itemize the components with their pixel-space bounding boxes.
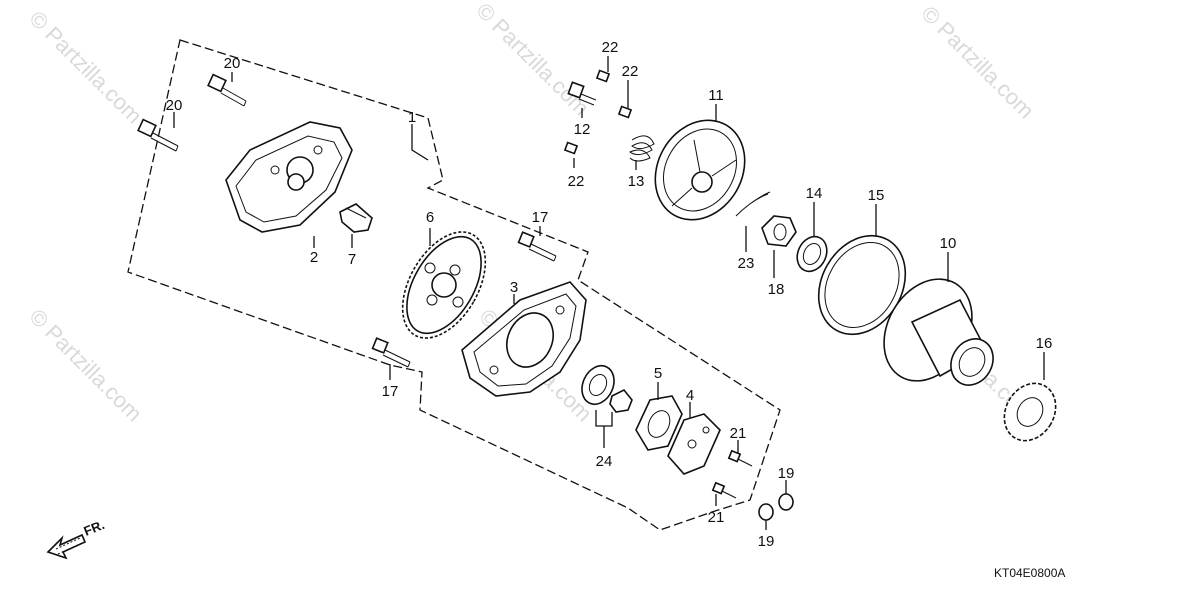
nut-part-18 (761, 215, 797, 247)
callout-7: 7 (348, 251, 356, 268)
screw-21-upper (727, 449, 753, 467)
assembly-outline (127, 39, 781, 531)
callout-23: 23 (738, 255, 755, 272)
screw-21-lower (711, 481, 737, 499)
callout-12: 12 (574, 121, 591, 138)
rotor-part-24 (581, 364, 633, 413)
bolt-22-c (563, 141, 579, 155)
bolt-17-upper (517, 231, 557, 262)
callout-19: 19 (778, 465, 795, 482)
watermark: © Partzilla.com (24, 6, 147, 129)
direction-label: FR. (82, 517, 107, 539)
cover-plate-part-4 (667, 413, 721, 475)
callout-17: 17 (532, 209, 549, 226)
front-direction-arrow: FR. (46, 517, 107, 560)
callout-16: 16 (1036, 335, 1053, 352)
bolt-20-upper (207, 73, 247, 107)
callout-20: 20 (166, 97, 183, 114)
callout-22: 22 (622, 63, 639, 80)
spring-part-13 (629, 135, 655, 162)
callout-21: 21 (730, 425, 747, 442)
watermark: © Partzilla.com (916, 1, 1039, 124)
plate-part-5 (635, 395, 683, 451)
callout-24: 24 (596, 453, 613, 470)
bolt-22-a (595, 69, 611, 83)
callout-14: 14 (806, 185, 823, 202)
callout-6: 6 (426, 209, 434, 226)
callout-1: 1 (408, 109, 416, 126)
callout-5: 5 (654, 365, 662, 382)
pump-body-part-3 (461, 281, 587, 397)
cover-part-2 (225, 121, 353, 233)
callout-22: 22 (602, 39, 619, 56)
clip-part-23 (735, 191, 771, 217)
callout-18: 18 (768, 281, 785, 298)
callout-13: 13 (628, 173, 645, 190)
callout-10: 10 (940, 235, 957, 252)
leader-lines (173, 56, 1045, 530)
bolt-part-12 (567, 81, 597, 106)
clutch-part-11 (654, 119, 746, 221)
callout-15: 15 (868, 187, 885, 204)
callout-labels: 20 20 1 2 7 6 17 3 17 5 4 24 21 21 19 19… (166, 39, 1053, 550)
callout-17: 17 (382, 383, 399, 400)
washer-part-19 (758, 493, 794, 521)
callout-11: 11 (708, 87, 724, 104)
washer-part-14 (796, 235, 828, 273)
callout-4: 4 (686, 387, 694, 404)
bolt-17-lower (371, 337, 411, 368)
callout-3: 3 (510, 279, 518, 296)
callout-19: 19 (758, 533, 775, 550)
watermark: © Partzilla.com (471, 0, 594, 120)
hub-part-10 (883, 278, 994, 386)
bolt-22-b (617, 105, 633, 119)
gear-part-6 (401, 231, 487, 339)
callout-2: 2 (310, 249, 318, 266)
bolt-20-lower (137, 118, 179, 152)
arrow-icon (46, 533, 87, 560)
stud-part-7 (339, 203, 373, 233)
watermark: © Partzilla.com (24, 304, 147, 427)
diagram-code: KT04E0800A (994, 566, 1065, 580)
callout-21: 21 (708, 509, 725, 526)
callout-22: 22 (568, 173, 585, 190)
gear-part-16 (1003, 382, 1057, 442)
callout-20: 20 (224, 55, 241, 72)
